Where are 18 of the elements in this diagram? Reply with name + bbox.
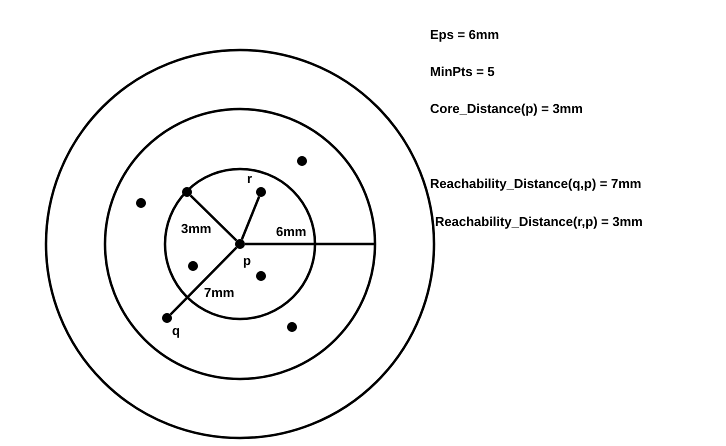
data-point bbox=[162, 313, 172, 323]
parameter-text: Eps = 6mm bbox=[430, 28, 500, 41]
parameter-text: MinPts = 5 bbox=[430, 65, 495, 78]
point-label: q bbox=[172, 324, 180, 337]
distance-line bbox=[170, 246, 238, 316]
parameter-text: Core_Distance(p) = 3mm bbox=[430, 102, 583, 115]
edge-label: 7mm bbox=[203, 286, 236, 299]
distance-line bbox=[190, 194, 238, 242]
data-point bbox=[235, 239, 245, 249]
point-label: p bbox=[243, 254, 251, 267]
dimension-label: 6mm bbox=[276, 225, 306, 238]
point-label: r bbox=[247, 172, 252, 185]
data-point bbox=[256, 187, 266, 197]
edge-label: 3mm bbox=[180, 222, 212, 235]
parameter-text: Reachability_Distance(r,p) = 3mm bbox=[435, 215, 643, 228]
parameter-text: Reachability_Distance(q,p) = 7mm bbox=[430, 177, 642, 190]
distance-line bbox=[240, 196, 260, 240]
data-point bbox=[182, 187, 192, 197]
